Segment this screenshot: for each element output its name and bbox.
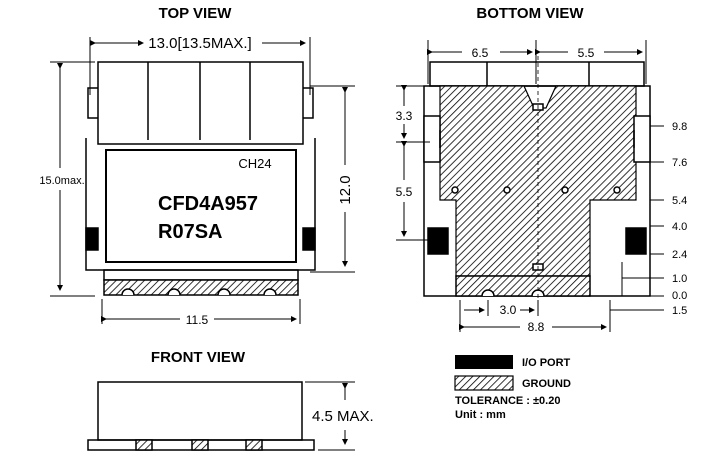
right-dimension-5: 2.4 xyxy=(672,249,687,261)
top-view xyxy=(50,37,355,324)
bottom-view xyxy=(396,40,664,332)
ground-swatch xyxy=(454,375,514,391)
front-view-title: FRONT VIEW xyxy=(151,349,246,366)
io-port-swatch xyxy=(455,355,513,369)
left-width-dimension: 6.5 xyxy=(472,46,489,60)
right-dimension-6: 1.0 xyxy=(672,273,687,285)
right-dimension-3: 5.4 xyxy=(672,195,687,207)
width-dimension: 13.0[13.5MAX.] xyxy=(148,35,251,52)
bottom-width-dimension: 11.5 xyxy=(186,313,209,327)
right-dimension-7: 0.0 xyxy=(672,290,687,302)
pad-pitch-dimension: 3.0 xyxy=(500,303,517,317)
right-width-dimension: 5.5 xyxy=(578,46,595,60)
left-dimension-1: 3.3 xyxy=(396,109,413,123)
overall-width-dimension: 8.8 xyxy=(528,320,545,334)
bottom-view-title: BOTTOM VIEW xyxy=(476,5,584,22)
body-height-dimension: 12.0 xyxy=(337,175,354,204)
model-number: R07SA xyxy=(158,221,222,243)
label-code: CH24 xyxy=(238,156,271,171)
height-dimension: 15.0max. xyxy=(39,175,84,187)
top-view-title: TOP VIEW xyxy=(159,5,233,22)
unit-note: Unit : mm xyxy=(455,409,506,421)
front-height-dimension: 4.5 MAX. xyxy=(312,408,374,425)
left-dimension-2: 5.5 xyxy=(396,185,413,199)
right-dimension-2: 7.6 xyxy=(672,157,687,169)
right-dimension-4: 4.0 xyxy=(672,221,687,233)
tolerance-note: TOLERANCE : ±0.20 xyxy=(455,395,560,407)
legend xyxy=(454,355,514,391)
right-dimension-8: 1.5 xyxy=(672,305,687,317)
part-number: CFD4A957 xyxy=(158,193,258,215)
right-dimension-1: 9.8 xyxy=(672,121,687,133)
front-view xyxy=(87,381,355,451)
ground-label: GROUND xyxy=(522,378,571,390)
io-port-label: I/O PORT xyxy=(522,357,571,369)
